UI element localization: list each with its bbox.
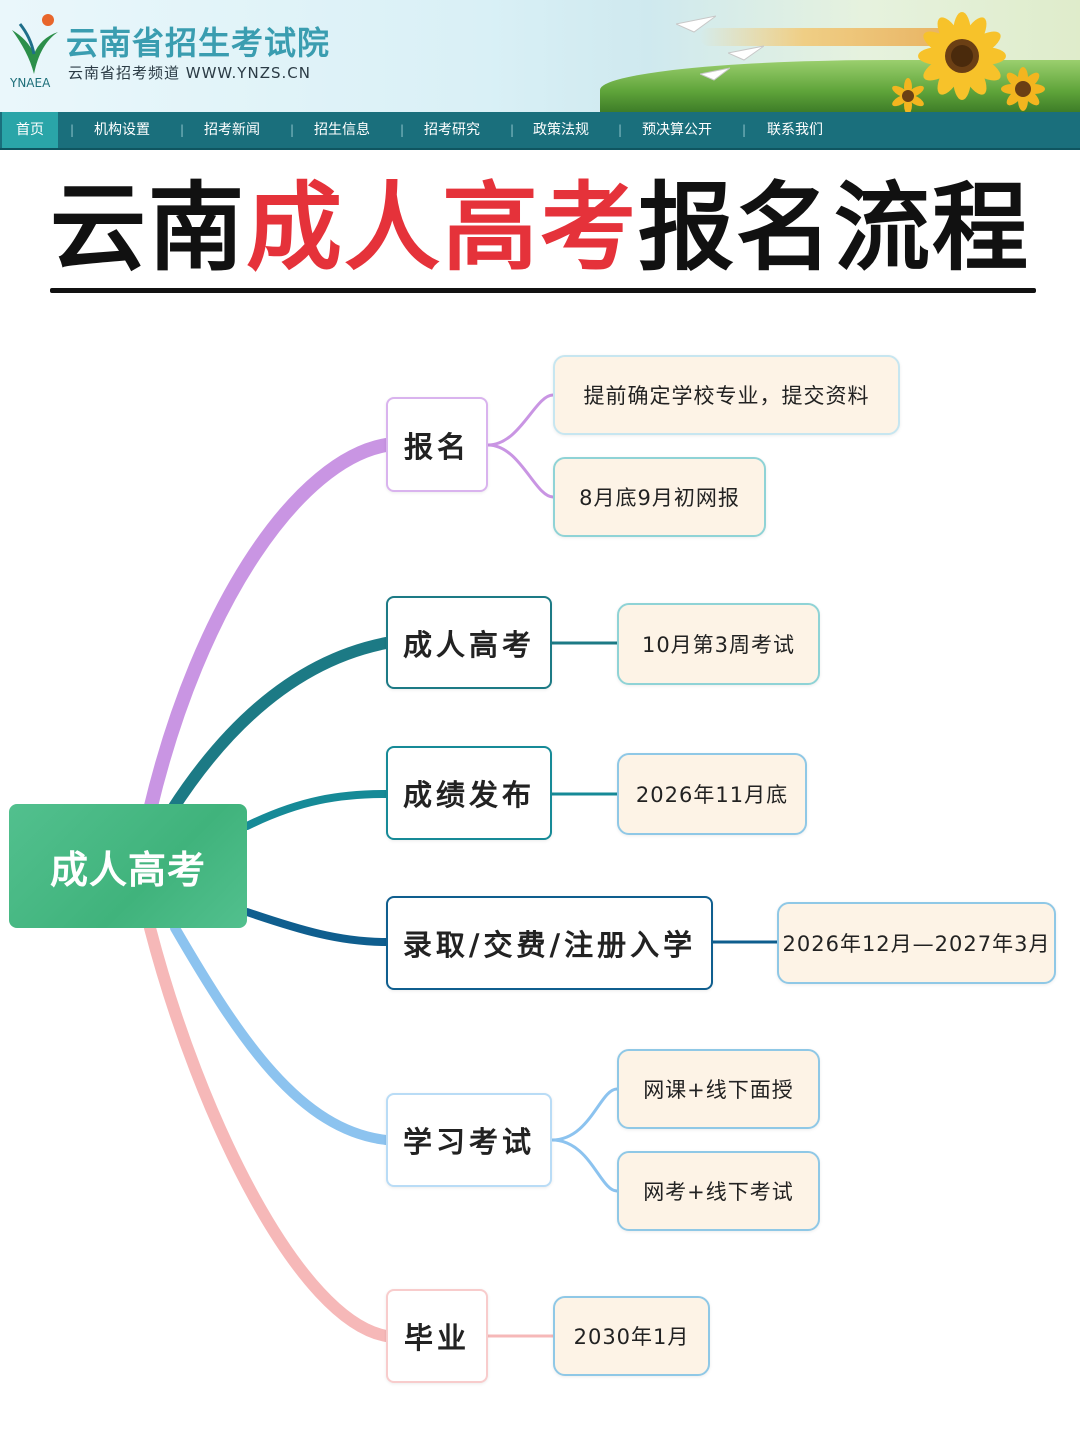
leaf-graduation-date: 2030年1月 xyxy=(553,1296,710,1376)
sunflower-icon xyxy=(918,12,1006,100)
paper-plane-icon xyxy=(676,15,716,33)
title-part-1: 云南 xyxy=(50,172,246,284)
leaf-choose-school-major: 提前确定学校专业，提交资料 xyxy=(553,355,900,435)
leaf-exam-date: 10月第3周考试 xyxy=(617,603,820,685)
paper-plane-icon xyxy=(700,67,730,81)
leaf-admission-period: 2026年12月—2027年3月 xyxy=(777,902,1056,984)
nav-item-budget[interactable]: 预决算公开 xyxy=(642,122,712,138)
sunflower-icon xyxy=(892,78,924,112)
nav-item-home[interactable]: 首页 xyxy=(2,112,58,148)
connector-root-to-study xyxy=(170,923,391,1145)
nav-separator: | xyxy=(400,123,405,137)
banner-decoration xyxy=(700,28,960,46)
nav-separator: | xyxy=(290,123,295,137)
branch-signup: 报名 xyxy=(386,397,488,492)
connector-root-to-admission xyxy=(243,908,390,946)
nav-separator: | xyxy=(70,123,75,137)
nav-separator: | xyxy=(180,123,185,137)
connector-root-to-scores xyxy=(243,790,390,830)
site-subtitle: 云南省招考频道 WWW.YNZS.CN xyxy=(68,64,311,82)
sunflower-icon xyxy=(1001,67,1045,111)
title-part-3: 报名流程 xyxy=(638,172,1030,284)
connector-study-leaf-2 xyxy=(551,1138,618,1193)
branch-score-release: 成绩发布 xyxy=(386,746,552,840)
nav-separator: | xyxy=(510,123,515,137)
connector-signup-leaf-2 xyxy=(487,443,554,499)
branch-admission-enrollment: 录取/交费/注册入学 xyxy=(386,896,713,990)
leaf-score-date: 2026年11月底 xyxy=(617,753,807,835)
title-part-2-highlight: 成人高考 xyxy=(246,172,638,284)
nav-separator: | xyxy=(618,123,623,137)
main-navigation: 首页 | 机构设置 | 招考新闻 | 招生信息 | 招考研究 | 政策法规 | … xyxy=(0,112,1080,150)
ynaea-logo-icon xyxy=(12,14,58,74)
title-underline xyxy=(50,288,1036,293)
connector-root-to-graduation xyxy=(144,922,392,1342)
site-banner: YNAEA 云南省招生考试院 云南省招考频道 WWW.YNZS.CN xyxy=(0,0,1080,112)
nav-item-news[interactable]: 招考新闻 xyxy=(204,122,260,138)
leaf-online-offline-classes: 网课+线下面授 xyxy=(617,1049,820,1129)
connector-root-to-signup xyxy=(143,438,393,817)
connector-study-leaf-1 xyxy=(551,1087,618,1142)
branch-study-exams: 学习考试 xyxy=(386,1093,552,1187)
nav-separator: | xyxy=(742,123,747,137)
connector-root-to-exam xyxy=(166,637,392,816)
page-title: 云南成人高考报名流程 xyxy=(40,168,1040,288)
nav-item-policy[interactable]: 政策法规 xyxy=(533,122,589,138)
nav-item-contact[interactable]: 联系我们 xyxy=(767,122,823,138)
site-title[interactable]: 云南省招生考试院 xyxy=(66,24,331,62)
branch-adult-exam-label: 成人高考 xyxy=(402,627,535,662)
nav-item-organization[interactable]: 机构设置 xyxy=(94,122,150,138)
branch-adult-exam: 成人高考 xyxy=(386,596,552,689)
nav-item-admissions[interactable]: 招生信息 xyxy=(314,122,370,138)
branch-graduation: 毕业 xyxy=(386,1289,488,1383)
connector-signup-leaf-1 xyxy=(487,393,554,447)
banner-field-decoration xyxy=(600,60,1080,112)
mindmap-root: 成人高考 xyxy=(9,804,247,928)
nav-item-research[interactable]: 招考研究 xyxy=(424,122,480,138)
leaf-online-offline-exams: 网考+线下考试 xyxy=(617,1151,820,1231)
leaf-online-registration-date: 8月底9月初网报 xyxy=(553,457,766,537)
paper-plane-icon xyxy=(728,45,764,61)
logo-abbreviation: YNAEA xyxy=(10,76,51,90)
